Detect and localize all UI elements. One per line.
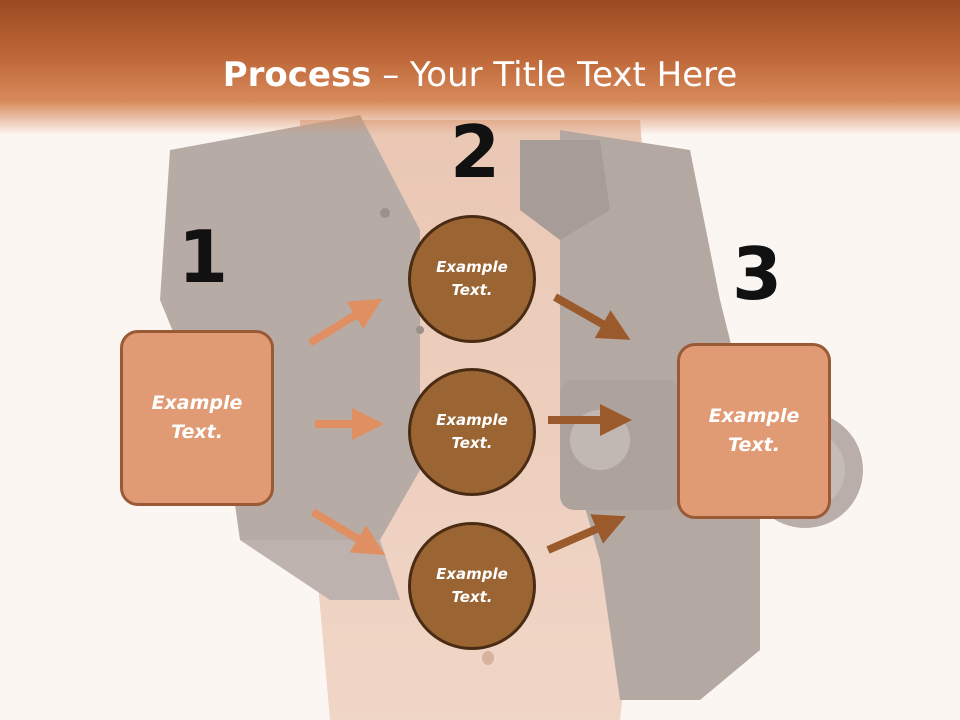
circle-text-line2: Text. [451, 434, 493, 452]
arrow-box1-to-circle1 [307, 298, 383, 347]
circle-text-line1: Example [436, 411, 508, 429]
step-number-3: 3 [732, 232, 783, 316]
circle-text-line1: Example [436, 258, 508, 276]
step-circle-3[interactable]: Example Text. [408, 522, 536, 650]
title-bold-part: Process [222, 55, 372, 95]
slide-title: Process – Your Title Text Here [0, 52, 960, 98]
circle-text-line1: Example [436, 565, 508, 583]
step-box-3[interactable]: Example Text. [677, 343, 831, 519]
title-rest-part: – Your Title Text Here [371, 55, 738, 95]
step-box-1[interactable]: Example Text. [120, 330, 274, 506]
step-circle-2[interactable]: Example Text. [408, 368, 536, 496]
step-number-2: 2 [450, 110, 501, 194]
step-circle-1[interactable]: Example Text. [408, 215, 536, 343]
box-text-line2: Text. [728, 434, 780, 456]
box-text-line2: Text. [171, 421, 223, 443]
arrow-circle1-to-box3 [553, 293, 631, 340]
circle-text-line2: Text. [451, 281, 493, 299]
box-text-line1: Example [151, 392, 243, 414]
step-number-1: 1 [178, 215, 229, 299]
title-banner [0, 0, 960, 135]
arrow-circle3-to-box3 [546, 514, 627, 554]
box-text-line1: Example [708, 405, 800, 427]
circle-text-line2: Text. [451, 588, 493, 606]
arrow-box1-to-circle3 [310, 508, 386, 556]
